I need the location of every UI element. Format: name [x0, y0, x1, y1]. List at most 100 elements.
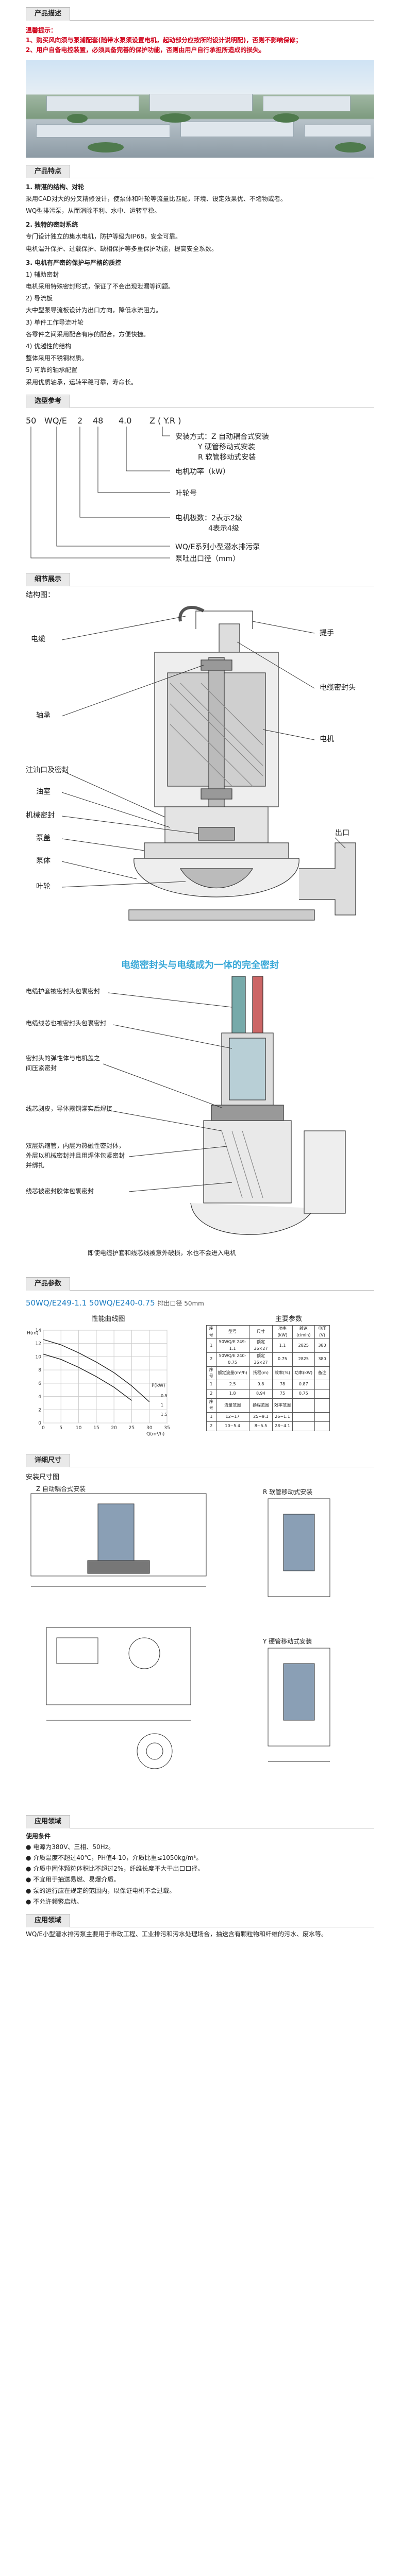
model-annotation: 安装方式：Z 自动耦合式安装 — [175, 432, 270, 441]
table-cell: 0.87 — [292, 1380, 315, 1390]
usage-item: ● 不允许频繁启动。 — [26, 1897, 83, 1905]
model-annotation: WQ/E系列小型潜水排污泵 — [175, 543, 260, 551]
usage-item: ● 介质中固体颗粒体积比不超过2%，纤维长度不大于出口口径。 — [26, 1865, 204, 1873]
model-line-suffix: 排出口径 50mm — [157, 1299, 204, 1307]
model-annotation: 叶轮号 — [175, 489, 197, 498]
table-cell: 380 — [314, 1352, 330, 1367]
seal-label: 线芯剥皮，导体露铜灌实后焊接 — [26, 1105, 113, 1112]
p-tick-label: 1.5 — [161, 1412, 168, 1417]
feature-text: 电机采用特殊密封形式，保证了不会出现泄漏等问题。 — [26, 283, 175, 291]
cable-seal-banner: 电缆密封头与电缆成为一体的完全密封 — [121, 960, 279, 971]
tab-usage: 应用领域 — [26, 1815, 71, 1828]
y-tick-label: 0 — [38, 1421, 41, 1426]
usage-item: ● 不宜用于抽送易燃、易爆介质。 — [26, 1876, 120, 1884]
notice-line: 2、用户自备电控装置，必须具备完善的保护功能，否则由用户自行承担所造成的损失。 — [26, 46, 265, 54]
table-cell — [314, 1412, 330, 1422]
notice-block: 温馨提示： 1、购买风向须与泵浦配套(随带水泵须设置电机，起动部分应按所附设计说… — [26, 26, 374, 56]
structure-label: 电缆 — [31, 635, 45, 644]
model-annotation: Y 硬管移动式安装 — [198, 443, 256, 451]
table-cell: 2825 — [292, 1352, 315, 1367]
table-cell: 额定 36×27 — [248, 1352, 273, 1367]
table-cell: 12~17 — [215, 1412, 249, 1422]
feature-subheading: 3) 单件工作导流叶轮 — [26, 318, 84, 326]
application-text: WQ/E小型潜水排污泵主要用于市政工程、工业排污和污水处理场合，抽送含有颗粒物和… — [26, 1930, 327, 1938]
install-diagram: Z 自动耦合式安装 R 软管移动式安装 Y 硬管移动式安装 — [26, 1483, 374, 1808]
tab-model: 选型参考 — [26, 394, 71, 408]
table-cell: 8~5.5 — [248, 1421, 273, 1431]
section-header-params: 产品参数 — [26, 1277, 374, 1291]
structure-label: 轴承 — [36, 711, 51, 720]
table-row: 序号流量范围扬程范围效率范围 — [206, 1398, 330, 1413]
feature-text: WQ型排污泵，从而消除不利、水中、运转平稳。 — [26, 207, 161, 214]
section-header-structure: 细节展示 — [26, 572, 374, 586]
x-tick-label: 20 — [111, 1426, 117, 1431]
install-drawing — [30, 1493, 330, 1769]
table-cell: 50WQ/E 240-0.75 — [215, 1352, 249, 1367]
table-cell: 0.75 — [292, 1389, 315, 1399]
plot-frame — [43, 1330, 168, 1423]
structure-label: 提手 — [320, 629, 334, 638]
series-line — [43, 1339, 150, 1402]
install-label: Z 自动耦合式安装 — [36, 1485, 86, 1493]
features-text: 1. 精湛的结构、对轮 采用CAD对大的分叉精修设计，使泵体和叶轮等流量比匹配，… — [26, 182, 374, 387]
pump-cutaway-drawing — [61, 606, 356, 921]
model-code-part: Z ( Y.R ) — [149, 415, 181, 426]
x-axis-label: Q(m³/h) — [146, 1432, 164, 1437]
structure-label: 电机 — [320, 735, 334, 744]
section-header-features: 产品特点 — [26, 164, 374, 178]
model-annotation: 电机功率（kW） — [175, 467, 230, 476]
seal-label: 电缆护套被密封头包裹密封 — [26, 987, 101, 995]
structure-label: 机械密封 — [26, 811, 55, 820]
section-header-usage: 应用领域 — [26, 1815, 374, 1828]
table-cell: 26~1.1 — [272, 1412, 293, 1422]
table-cell: 2825 — [292, 1338, 315, 1353]
cable-seal-drawing — [103, 976, 346, 1235]
table-cell: 380 — [314, 1338, 330, 1353]
feature-heading: 2. 独特的密封系统 — [26, 221, 78, 229]
table-cell: 转速(r/min) — [292, 1325, 315, 1340]
table-cell: 1 — [206, 1338, 216, 1353]
table-cell: 10~5.4 — [215, 1421, 249, 1431]
y-tick-label: 6 — [38, 1381, 41, 1386]
feature-text: 采用优质轴承，运转平稳可靠，寿命长。 — [26, 378, 138, 386]
section-header-application: 应用领域 — [26, 1914, 374, 1928]
model-code-part: 48 — [93, 415, 104, 426]
feature-text: 专门设计独立的集水电机，防护等级为IP68，安全可靠。 — [26, 233, 182, 241]
model-code-part: 4.0 — [119, 415, 132, 426]
seal-label: 线芯被密封胶体包裹密封 — [26, 1187, 94, 1195]
model-code-part: WQ/E — [44, 415, 67, 426]
table-cell: 9.8 — [248, 1380, 273, 1390]
feature-subheading: 2) 导流板 — [26, 295, 53, 302]
section-header-install: 详细尺寸 — [26, 1454, 374, 1467]
tab-params: 产品参数 — [26, 1277, 71, 1291]
table-row: 序号额定流量(m³/h)扬程(m)效率(%)功率(kW)备注 — [206, 1366, 330, 1381]
table-cell: 8.94 — [248, 1389, 273, 1399]
table-cell — [314, 1389, 330, 1399]
structure-diagram: 电缆 提手 电缆密封头 轴承 电机 注油口及密封 油室 机械密封 泵盖 泵体 叶… — [26, 601, 374, 956]
seal-label: 电缆线芯也被密封头包裹密封 — [26, 1019, 107, 1027]
p-tick-label: 0.5 — [161, 1394, 168, 1398]
table-cell: 功率(kW) — [272, 1325, 293, 1340]
table-cell: 25~9.1 — [248, 1412, 273, 1422]
model-code-part: 2 — [77, 415, 83, 426]
seal-label: 密封头的弹性体与电机盖之间压紧密封 — [26, 1054, 101, 1072]
page: 产品描述 温馨提示： 1、购买风向须与泵浦配套(随带水泵须设置电机，起动部分应按… — [0, 7, 400, 1960]
feature-heading: 3. 电机有严密的保护与严格的质控 — [26, 259, 122, 266]
model-line-text: 50WQ/E249-1.1 50WQ/E240-0.75 — [26, 1298, 155, 1308]
table-cell: 扬程范围 — [248, 1398, 273, 1413]
feature-text: 整体采用不锈钢材质。 — [26, 354, 88, 362]
model-line: 50WQ/E249-1.1 50WQ/E240-0.75 排出口径 50mm — [26, 1297, 374, 1309]
y-axis-label: H(m) — [27, 1331, 39, 1336]
table-cell: 78 — [272, 1380, 293, 1390]
model-annotation: 泵吐出口径（mm） — [175, 554, 240, 563]
table-cell: 额定 36×27 — [248, 1338, 273, 1353]
table-cell — [314, 1380, 330, 1390]
x-tick-label: 10 — [76, 1426, 82, 1431]
y-tick-label: 12 — [36, 1341, 41, 1346]
table-cell: 备注 — [314, 1366, 330, 1381]
x-tick-label: 15 — [93, 1426, 99, 1431]
table-cell: 型号 — [215, 1325, 249, 1340]
table-cell — [314, 1421, 330, 1431]
feature-subheading: 5) 可靠的轴承配置 — [26, 366, 78, 374]
